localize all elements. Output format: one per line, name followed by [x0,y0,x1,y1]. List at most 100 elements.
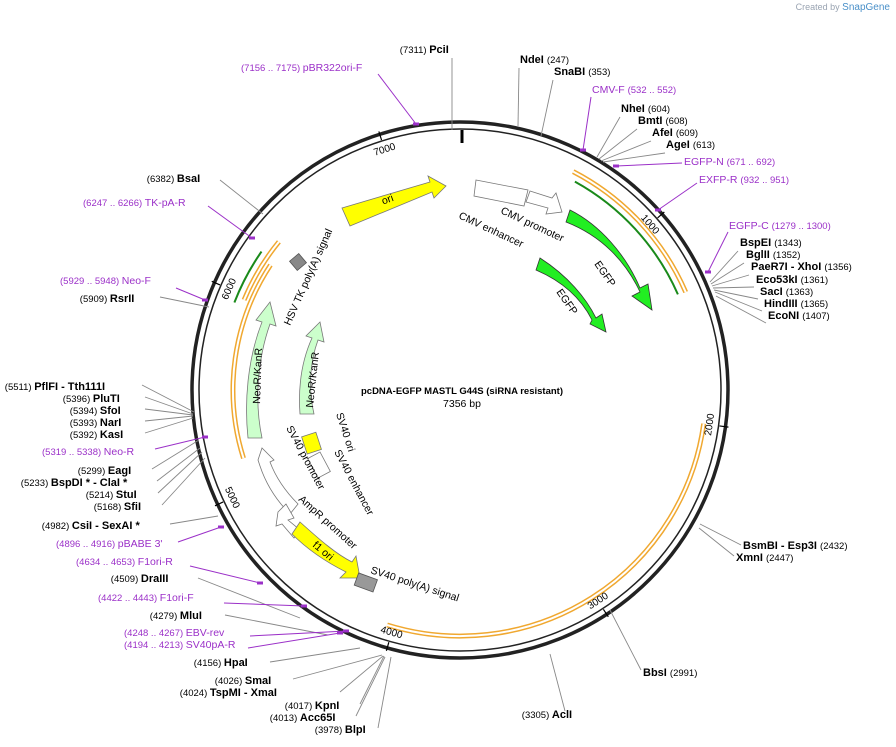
feature-sv40-enhancer[interactable] [307,451,331,479]
site-label[interactable]: NdeI (247) [520,54,569,66]
primer-label[interactable]: (7156 .. 7175) pBR322ori-F [241,62,362,74]
primer-label[interactable]: EGFP-C (1279 .. 1300) [729,220,831,232]
site-position: (5909) [80,294,110,305]
site-label[interactable]: BglII (1352) [746,249,800,261]
orf-arc-inner [243,241,280,301]
site-label[interactable]: NheI (604) [621,103,670,115]
primer-label[interactable]: EXFP-R (932 .. 951) [699,174,789,186]
primer-label[interactable]: (6247 .. 6266) TK-pA-R [83,197,186,209]
feature-egfp-inner[interactable] [535,257,607,333]
site-position: (247) [547,55,569,66]
site-label[interactable]: (5392) KasI [70,429,123,441]
feature-sv40-promoter[interactable] [257,447,299,515]
site-label[interactable]: (4026) SmaI [215,675,271,687]
feature-sv40-polya[interactable] [353,572,378,593]
site-label[interactable]: (5396) PluTI [63,393,120,405]
feature-cmv-promoter[interactable] [525,190,563,215]
primer-label[interactable]: (5319 .. 5338) Neo-R [42,446,135,458]
primer-marker [202,435,208,439]
orf-strand-arc [233,251,263,303]
primer-label[interactable]: (4634 .. 4653) F1ori-R [76,556,173,568]
feature-hsv-tk-polya[interactable] [288,252,308,272]
site-label[interactable]: BspEI (1343) [740,237,802,249]
site-label[interactable]: (5233) BspDI * - ClaI * [21,477,128,489]
site-connector [292,654,383,680]
site-label[interactable]: (3978) BlpI [315,724,366,736]
site-position: (1356) [824,262,851,273]
feature-neor-outer[interactable] [246,301,277,439]
primer-connector [707,231,729,273]
site-position: (5233) [21,478,51,489]
site-label[interactable]: AgeI (613) [666,139,715,151]
primer-connector [657,182,698,211]
site-name: AfeI [652,127,676,139]
site-position: (609) [676,128,698,139]
primer-label[interactable]: (4194 .. 4213) SV40pA-R [124,639,236,651]
site-label[interactable]: BbsI (2991) [643,667,697,679]
feature-egfp-outer[interactable] [565,209,653,311]
site-connector [710,262,745,285]
site-label[interactable]: (4024) TspMI - XmaI [180,687,277,699]
site-label[interactable]: XmnI (2447) [736,552,793,564]
tick-label: 3000 [586,590,611,612]
primer-label[interactable]: (4896 .. 4916) pBABE 3' [56,538,162,550]
primer-range: (4634 .. 4653) [76,557,138,568]
primer-range: (5929 .. 5948) [60,276,122,287]
primer-range: (532 .. 552) [628,85,677,96]
site-label[interactable]: Eco53kI (1361) [756,274,828,286]
feature-cmv-enhancer[interactable] [473,179,529,207]
site-name: KpnI [315,700,339,712]
feature-neor-inner[interactable] [299,321,325,415]
tick-mark [385,641,390,651]
site-label[interactable]: AfeI (609) [652,127,698,139]
primer-marker [655,208,661,212]
site-name: CsiI - SexAI * [72,520,141,532]
site-label[interactable]: (5299) EagI [78,465,131,477]
site-label[interactable]: HindIII (1365) [764,298,828,310]
primer-label[interactable]: (4422 .. 4443) F1ori-F [98,592,194,604]
site-label[interactable]: (4279) MluI [150,610,202,622]
feature-sv40-ori[interactable] [301,431,322,455]
primer-label[interactable]: (4248 .. 4267) EBV-rev [124,627,225,639]
site-name: PaeR7I - XhoI [751,261,824,273]
site-label[interactable]: (5214) StuI [86,489,137,501]
primer-label[interactable]: EGFP-N (671 .. 692) [684,156,775,168]
site-label[interactable]: (4509) DraIII [111,573,169,585]
site-name: RsrII [110,293,134,305]
site-position: (1365) [801,299,828,310]
site-label[interactable]: (5909) RsrII [80,293,135,305]
site-label[interactable]: (4017) KpnI [285,700,340,712]
site-position: (5511) [5,382,34,393]
site-connector [540,79,554,137]
site-label[interactable]: PaeR7I - XhoI (1356) [751,261,852,273]
orf-strand-arc [574,180,679,295]
primer-label[interactable]: CMV-F (532 .. 552) [592,84,676,96]
site-label[interactable]: SnaBI (353) [554,66,610,78]
site-label[interactable]: (5168) SfiI [94,501,141,513]
orf-layer [230,169,707,639]
site-label[interactable]: (5393) NarI [70,417,122,429]
site-label[interactable]: SacI (1363) [760,286,813,298]
site-label[interactable]: BmtI (608) [638,115,688,127]
site-label[interactable]: (6382) BsaI [147,173,200,185]
primer-label[interactable]: (5929 .. 5948) Neo-F [60,275,151,287]
site-label[interactable]: EcoNI (1407) [768,310,830,322]
site-name: BglII [746,249,773,261]
tick-mark [214,501,224,507]
site-label[interactable]: BsmBI - Esp3I (2432) [743,540,848,552]
primer-name: EGFP-N [684,156,727,168]
site-label[interactable]: (5394) SfoI [70,405,121,417]
feature-f1-ori[interactable] [291,521,361,579]
site-label[interactable]: (4156) HpaI [194,657,248,669]
site-label[interactable]: (3305) AclI [522,709,572,721]
site-name: BsmBI - Esp3I [743,540,820,552]
site-label[interactable]: (7311) PciI [400,44,449,56]
primer-range: (671 .. 692) [727,157,776,168]
site-position: (1361) [801,275,828,286]
site-label[interactable]: (5511) PflFI - Tth111I [5,381,105,393]
primer-marker [337,631,343,635]
site-label[interactable]: (4013) Acc65I [270,712,336,724]
site-name: BmtI [638,115,666,127]
feature-ori[interactable] [341,175,447,227]
site-label[interactable]: (4982) CsiI - SexAI * [42,520,141,532]
